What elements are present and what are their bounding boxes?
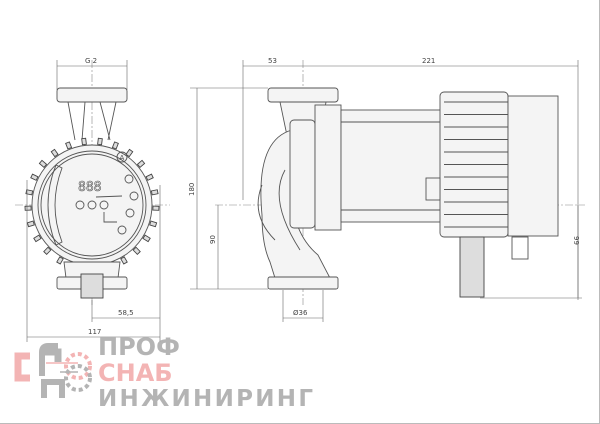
- cooling-fin: [111, 141, 119, 150]
- led-bar: [47, 164, 63, 246]
- cooling-fin: [30, 173, 39, 181]
- mode-label: A: [120, 154, 125, 162]
- dim-motor-height: 99: [572, 236, 580, 245]
- cooling-fin: [150, 189, 159, 196]
- cooling-fin: [33, 234, 42, 243]
- mode-button: [116, 151, 128, 163]
- cooling-fin: [81, 137, 87, 146]
- cooling-fin: [65, 141, 73, 150]
- display-digits: 888: [78, 180, 101, 195]
- top-flange: [56, 87, 128, 103]
- cooling-fin: [38, 159, 48, 168]
- cooling-fin: [145, 173, 154, 181]
- cooling-fin: [142, 234, 151, 243]
- company-logo: ПРОФ СНАБ ИНЖИНИРИНГ: [14, 333, 313, 412]
- dim-half-width: 58,5: [118, 309, 134, 317]
- pump-head: [314, 104, 342, 231]
- dim-inlet-offset: 53: [268, 57, 277, 65]
- side-view: [215, 60, 585, 305]
- power-icon: [117, 225, 127, 235]
- dimension-labels: G 2 58,5 117 53 221 180 90 99 Ø36: [85, 57, 580, 336]
- cooling-fin: [56, 256, 64, 265]
- cooling-fin: [25, 189, 34, 196]
- front-view: 888 A: [15, 60, 170, 305]
- cooling-fin: [24, 205, 32, 211]
- cooling-fin: [125, 148, 134, 158]
- dim-diameter: Ø36: [293, 309, 308, 317]
- cooling-fin: [43, 246, 52, 255]
- dim-length: 221: [422, 57, 435, 65]
- cooling-fin: [149, 220, 158, 228]
- bottom-flange-side: [267, 276, 339, 290]
- dim-total-height: 180: [188, 183, 196, 196]
- logo-line2: СНАБ: [98, 359, 173, 387]
- minus-button-icon: [75, 200, 85, 210]
- plus-button-icon: [99, 200, 109, 210]
- dim-axis-height: 90: [209, 235, 217, 244]
- heat-sink-fins: [444, 101, 514, 228]
- motor-body: [340, 109, 442, 223]
- dimension-lines: [26, 60, 582, 342]
- cooling-fin: [97, 137, 103, 146]
- logo-line3: ИНЖИНИРИНГ: [98, 386, 313, 412]
- dim-total-width: 117: [88, 328, 101, 336]
- cooling-fin: [152, 205, 160, 211]
- terminal-box: [507, 95, 559, 237]
- dim-thread: G 2: [85, 57, 97, 65]
- fin-ring: [24, 137, 160, 265]
- cable-gland: [80, 273, 104, 299]
- cooling-fin: [132, 246, 141, 255]
- cooling-fin: [136, 159, 146, 168]
- cable-gland-side: [459, 236, 485, 298]
- top-flange-side: [267, 87, 339, 103]
- cooling-fin: [26, 220, 35, 228]
- ok-button-icon: [87, 200, 97, 210]
- cooling-fin: [50, 148, 59, 158]
- logo-line1: ПРОФ: [98, 333, 180, 361]
- cooling-fin: [120, 256, 128, 265]
